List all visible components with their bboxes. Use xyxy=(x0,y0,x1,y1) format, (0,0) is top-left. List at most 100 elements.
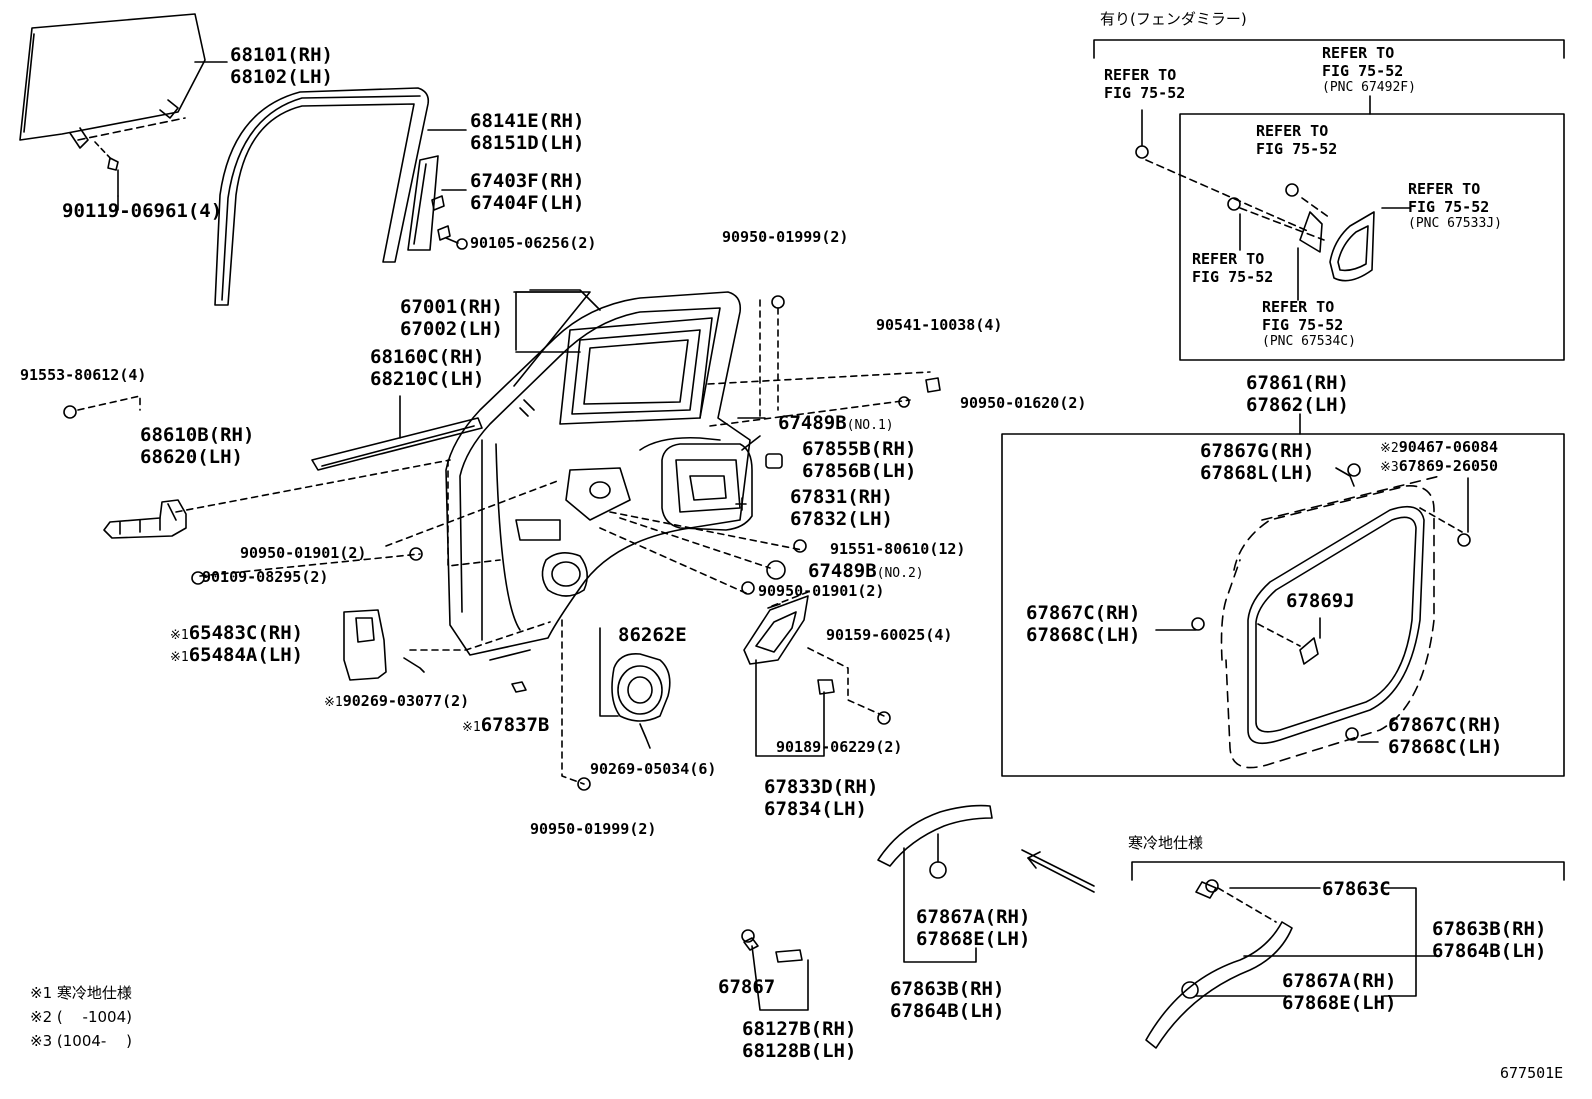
part-number: 67867A(RH) xyxy=(916,906,1031,928)
note-mark: ※1 xyxy=(170,628,189,643)
door-lock-drawing xyxy=(639,436,783,531)
part-number: 67404F(LH) xyxy=(470,192,585,214)
part-number: 90269-05034(6) xyxy=(590,760,717,778)
footnote-2: ※2 ( -1004) xyxy=(30,1008,132,1026)
part-label: 67489B(NO.1) xyxy=(778,412,894,434)
part-number: 68610B(RH) xyxy=(140,424,255,446)
part-number: 68128B(LH) xyxy=(742,1040,857,1062)
part-number: 67869J xyxy=(1286,590,1355,612)
part-label: 68101(RH) 68102(LH) xyxy=(230,44,333,88)
refer-label: REFER TO FIG 75-52 xyxy=(1256,122,1338,158)
section-header-fender-mirror: 有り(フェンダミラー) xyxy=(1100,10,1247,28)
part-number: 90105-06256(2) xyxy=(470,234,597,252)
part-number: 67868L(LH) xyxy=(1200,462,1315,484)
sash-channel-drawing xyxy=(407,155,468,251)
part-label: 67001(RH) 67002(LH) xyxy=(400,296,503,340)
part-number: 86262E xyxy=(618,624,687,646)
part-number: 91553-80612(4) xyxy=(20,366,147,384)
part-label: ※167837B xyxy=(462,714,549,736)
figure-id: 677501E xyxy=(1500,1064,1564,1082)
part-number: 68620(LH) xyxy=(140,446,243,468)
part-number: 68151D(LH) xyxy=(470,132,585,154)
leader-lines xyxy=(77,195,931,785)
part-number: 90159-60025(4) xyxy=(826,626,953,644)
glass-run-drawing xyxy=(214,87,467,306)
part-suffix: (NO.1) xyxy=(846,418,894,433)
small-clip-parts xyxy=(743,937,809,1011)
part-label: 68610B(RH) 68620(LH) xyxy=(140,424,254,468)
part-number: 65483C(RH) xyxy=(188,622,304,644)
part-number: 90950-01620(2) xyxy=(960,394,1087,412)
part-number: 67864B(LH) xyxy=(890,1000,1005,1022)
part-number: 67831(RH) xyxy=(790,486,893,508)
part-label: ※190269-03077(2) xyxy=(324,692,469,711)
part-label: 67867A(RH) 67868E(LH) xyxy=(916,906,1030,950)
part-number: 90950-01999(2) xyxy=(722,228,849,246)
part-label: 67833D(RH) 67834(LH) xyxy=(764,776,878,820)
part-number: 90467-06084 xyxy=(1398,438,1499,456)
note-mark: ※2 xyxy=(1380,441,1399,456)
part-label: 67861(RH) 67862(LH) xyxy=(1246,372,1349,416)
section-header-cold-area: 寒冷地仕様 xyxy=(1128,834,1204,852)
part-number: 90950-01901(2) xyxy=(240,544,367,562)
inside-handle-drawing xyxy=(743,595,809,665)
part-number: 90269-03077(2) xyxy=(342,692,470,710)
part-suffix: (NO.2) xyxy=(876,566,924,581)
hinge-cover-drawing xyxy=(343,609,425,681)
part-number: 67489B xyxy=(778,412,847,434)
part-label: 68160C(RH) 68210C(LH) xyxy=(370,346,484,390)
part-number: 67867 xyxy=(718,976,776,998)
part-number: 67833D(RH) xyxy=(764,776,879,798)
part-number: 90950-01999(2) xyxy=(530,820,657,838)
part-number: 90189-06229(2) xyxy=(776,738,903,756)
part-number: 67832(LH) xyxy=(790,508,893,530)
part-label: 68141E(RH) 68151D(LH) xyxy=(470,110,584,154)
part-number: 67867G(RH) xyxy=(1200,440,1315,462)
refer-label: REFER TO FIG 75-52 (PNC 67533J) xyxy=(1408,180,1502,231)
part-label: 67867C(RH) 67868C(LH) xyxy=(1026,602,1140,646)
footnote-3: ※3 (1004- ) xyxy=(30,1032,132,1050)
clip-drawing xyxy=(511,681,527,693)
part-label: 67867C(RH) 67868C(LH) xyxy=(1388,714,1502,758)
part-number: 67489B xyxy=(808,560,877,582)
part-number: 65484A(LH) xyxy=(188,644,304,666)
door-panel-drawing xyxy=(445,291,751,656)
part-number: 67862(LH) xyxy=(1246,394,1349,416)
part-number: 67856B(LH) xyxy=(802,460,917,482)
part-number: 67868C(LH) xyxy=(1388,736,1503,758)
part-number: 67863C xyxy=(1322,878,1391,900)
footnote-1: ※1 寒冷地仕様 xyxy=(30,984,132,1002)
part-number: 67863B(RH) xyxy=(890,978,1005,1000)
part-number: 91551-80610(12) xyxy=(830,540,966,558)
speaker-drawing xyxy=(611,652,671,749)
arch-moulding-drawing xyxy=(877,804,1095,963)
part-number: 68210C(LH) xyxy=(370,368,485,390)
part-label: 67867A(RH) 67868E(LH) xyxy=(1282,970,1396,1014)
refer-label: REFER TO FIG 75-52 (PNC 67534C) xyxy=(1262,298,1356,349)
part-number: 67001(RH) xyxy=(400,296,503,318)
part-number: 67868C(LH) xyxy=(1026,624,1141,646)
door-glass-drawing xyxy=(19,13,228,197)
part-number: 67837B xyxy=(480,714,550,736)
belt-moulding-drawing xyxy=(311,395,483,471)
part-number: 67868E(LH) xyxy=(916,928,1031,950)
part-label: ※165483C(RH) ※165484A(LH) xyxy=(170,622,303,666)
part-number: 68127B(RH) xyxy=(742,1018,857,1040)
part-number: 67403F(RH) xyxy=(470,170,585,192)
part-number: 90950-01901(2) xyxy=(758,582,885,600)
part-number: 68102(LH) xyxy=(230,66,333,88)
part-number: 90109-08295(2) xyxy=(202,568,329,586)
part-number: 67834(LH) xyxy=(764,798,867,820)
note-mark: ※1 xyxy=(462,720,481,735)
part-number: 67867C(RH) xyxy=(1026,602,1141,624)
part-number: 68160C(RH) xyxy=(370,346,485,368)
part-number: 68141E(RH) xyxy=(470,110,585,132)
part-label: ※290467-06084 ※367869-26050 xyxy=(1380,438,1498,476)
note-mark: ※1 xyxy=(324,695,343,710)
part-label: 67855B(RH) 67856B(LH) xyxy=(802,438,916,482)
part-label: 67863B(RH) 67864B(LH) xyxy=(1432,918,1546,962)
part-number: 90119-06961(4) xyxy=(62,200,223,222)
note-mark: ※3 xyxy=(1380,460,1399,475)
part-number: 67002(LH) xyxy=(400,318,503,340)
part-number: 67869-26050 xyxy=(1398,457,1499,475)
